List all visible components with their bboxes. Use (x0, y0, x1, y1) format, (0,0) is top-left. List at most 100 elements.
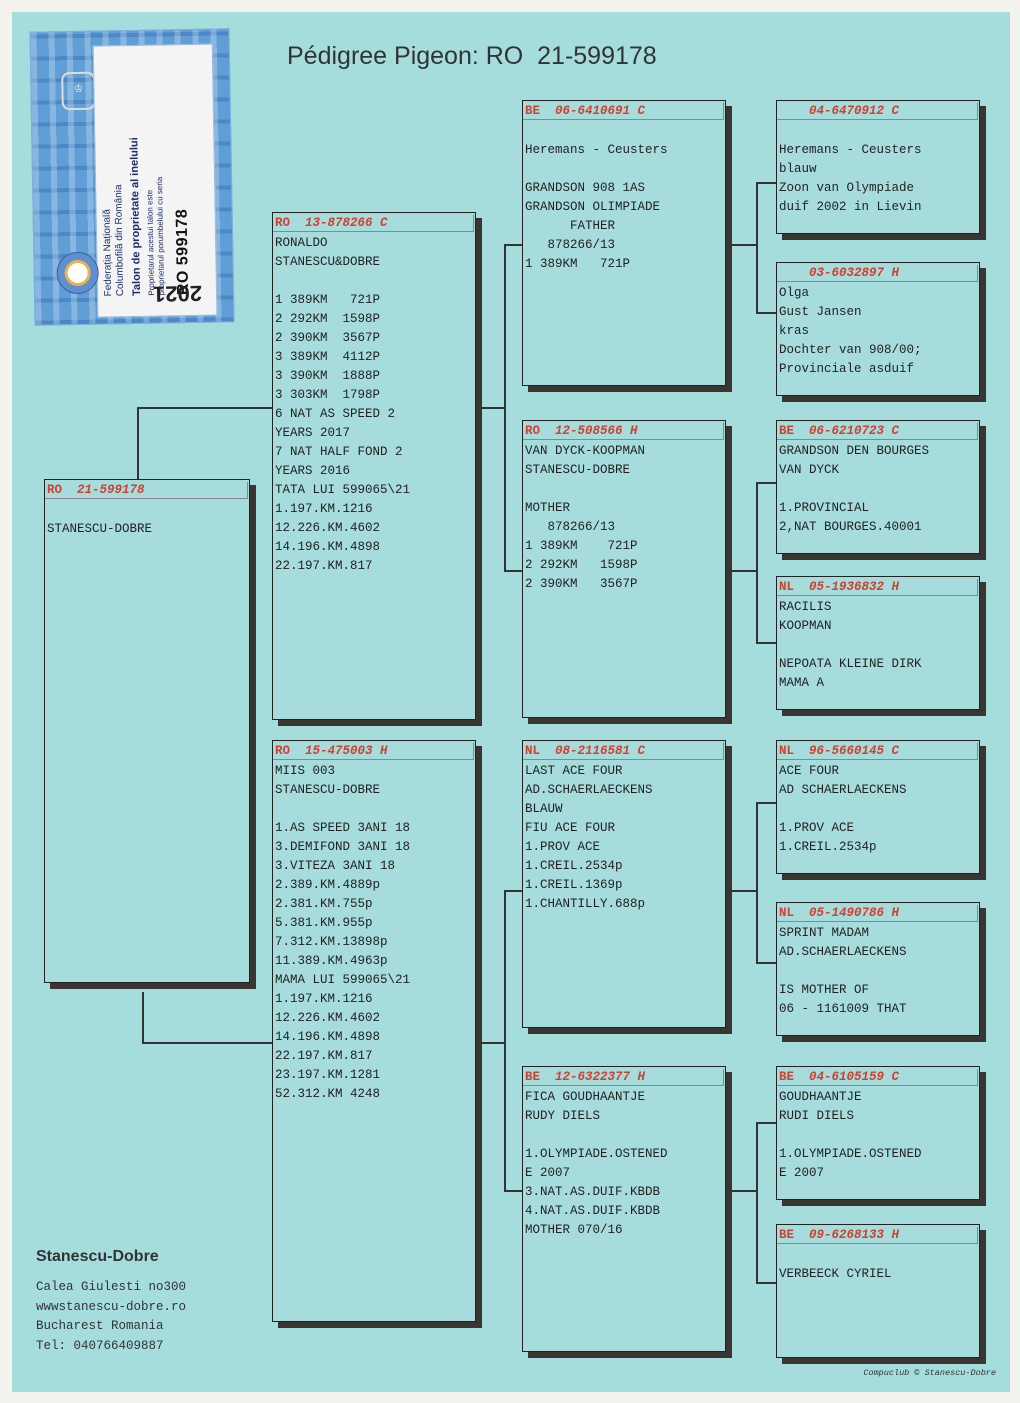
breeder-website[interactable]: wwwstanescu-dobre.ro (36, 1299, 187, 1314)
pigeon-note-line: MAMA LUI 599065\21 (275, 973, 411, 987)
pigeon-note-line: 5.381.KM.955p (275, 916, 373, 930)
pigeon-note-line: VAN DYCK (779, 463, 840, 477)
pigeon-note-line: duif 2002 in Lievin (779, 200, 922, 214)
country-code: NL (779, 580, 795, 594)
pigeon-note-line (779, 1126, 979, 1145)
country-code: NL (779, 906, 795, 920)
sex-marker: H (891, 580, 900, 594)
pigeon-note-line: 14.196.KM.4898 (275, 1030, 381, 1044)
ring-number: 06-6410691 (540, 104, 631, 118)
pigeon-note-line: Gust Jansen (779, 305, 862, 319)
connector-line (756, 182, 776, 184)
ring-header: BE 09-6268133 H (777, 1227, 978, 1244)
pigeon-note-line: Olga (779, 286, 810, 300)
ring-header: NL 96-5660145 C (777, 743, 978, 760)
pigeon-note-line: MOTHER 070/16 (525, 1223, 623, 1237)
pigeon-note-line: BLAUW (525, 802, 563, 816)
breeder-contact: Stanescu-Dobre Calea Giulesti no300 wwws… (36, 1248, 186, 1356)
pigeon-note-line: Provinciale asduif (779, 362, 915, 376)
ring-ownership-card: ♔ Federația Națională Columbofilă din Ro… (29, 28, 235, 326)
pigeon-note-line: STANESCU-DOBRE (275, 783, 381, 797)
ring-header: NL 05-1490786 H (777, 905, 978, 922)
pigeon-note-line: 1.PROV ACE (525, 840, 601, 854)
spacer (884, 744, 892, 758)
sex-marker: C (380, 216, 388, 230)
sex-marker: H (380, 744, 388, 758)
ring-number: 05-1936832 (794, 580, 885, 594)
sex-marker: C (891, 744, 900, 758)
pigeon-note-line: 2 292KM 1598P (525, 558, 638, 572)
pigeon-note-line: GRANDSON 908 1AS (525, 181, 646, 195)
ring-header: 03-6032897 H (777, 265, 978, 282)
pigeon-note-line: 6 NAT AS SPEED 2 (275, 407, 396, 421)
card-heading: Talon de proprietate al inelului (128, 137, 144, 297)
pigeon-note-line: 1.CHANTILLY.688p (525, 897, 646, 911)
ring-number: 06-6210723 (794, 424, 885, 438)
pigeon-note-line: 1 389KM 721P (525, 257, 631, 271)
ring-number: 96-5660145 (794, 744, 885, 758)
breeder-name: Stanescu-Dobre (36, 1248, 159, 1265)
sex-marker: C (891, 104, 900, 118)
pigeon-note-line: 2 390KM 3567P (275, 331, 381, 345)
pigeon-note-line: Heremans - Ceusters (525, 143, 668, 157)
pigeon-note-line: 3.DEMIFOND 3ANI 18 (275, 840, 411, 854)
pigeon-note-line: MIIS 003 (275, 764, 336, 778)
country-code: BE (779, 1228, 795, 1242)
spacer (373, 744, 381, 758)
ring-header: NL 05-1936832 H (777, 579, 978, 596)
pigeon-note-line: FIU ACE FOUR (525, 821, 616, 835)
pigeon-note-line: 52.312.KM 4248 (275, 1087, 381, 1101)
sex-marker: H (630, 424, 638, 438)
spacer (884, 906, 892, 920)
pigeon-note-line: Dochter van 908/00; (779, 343, 922, 357)
spacer (884, 1228, 892, 1242)
connector-line (142, 1042, 272, 1044)
spacer (373, 216, 381, 230)
connector-line (504, 890, 522, 892)
pigeon-note-line: 3 389KM 4112P (275, 350, 381, 364)
pigeon-note-line: 3 303KM 1798P (275, 388, 381, 402)
pigeon-note-line (779, 480, 979, 499)
connector-line (504, 244, 506, 570)
pigeon-note-line (779, 122, 979, 141)
pigeon-note-line: 22.197.KM.817 (275, 1049, 373, 1063)
connector-line (756, 482, 758, 642)
pigeon-note-line: YEARS 2017 (275, 426, 351, 440)
connector-line (756, 642, 776, 644)
pigeon-note-line (525, 122, 725, 141)
pigeon-note-line: 3 390KM 1888P (275, 369, 381, 383)
pigeon-box-subject: RO 21-599178 STANESCU-DOBRE (44, 479, 250, 983)
pigeon-note-line: 23.197.KM.1281 (275, 1068, 381, 1082)
pigeon-note-line: 2 292KM 1598P (275, 312, 381, 326)
spacer (623, 424, 631, 438)
pigeon-note-line: RUDY DIELS (525, 1109, 601, 1123)
connector-line (137, 407, 139, 479)
pigeon-note-line: 12.226.KM.4602 (275, 1011, 381, 1025)
ring-number: 09-6268133 (794, 1228, 885, 1242)
spacer (630, 744, 638, 758)
ring-header: BE 04-6105159 C (777, 1069, 978, 1086)
pigeon-note-line: 7 NAT HALF FOND 2 (275, 445, 403, 459)
pigeon-note-line: MAMA A (779, 676, 825, 690)
spacer (884, 424, 892, 438)
connector-line (478, 1042, 504, 1044)
pigeon-note-line: E 2007 (779, 1166, 825, 1180)
pigeon-note-line: YEARS 2016 (275, 464, 351, 478)
pigeon-note-line: AD.SCHAERLAECKENS (525, 783, 653, 797)
sex-marker: H (637, 1070, 646, 1084)
ring-number: 15-475003 (290, 744, 373, 758)
